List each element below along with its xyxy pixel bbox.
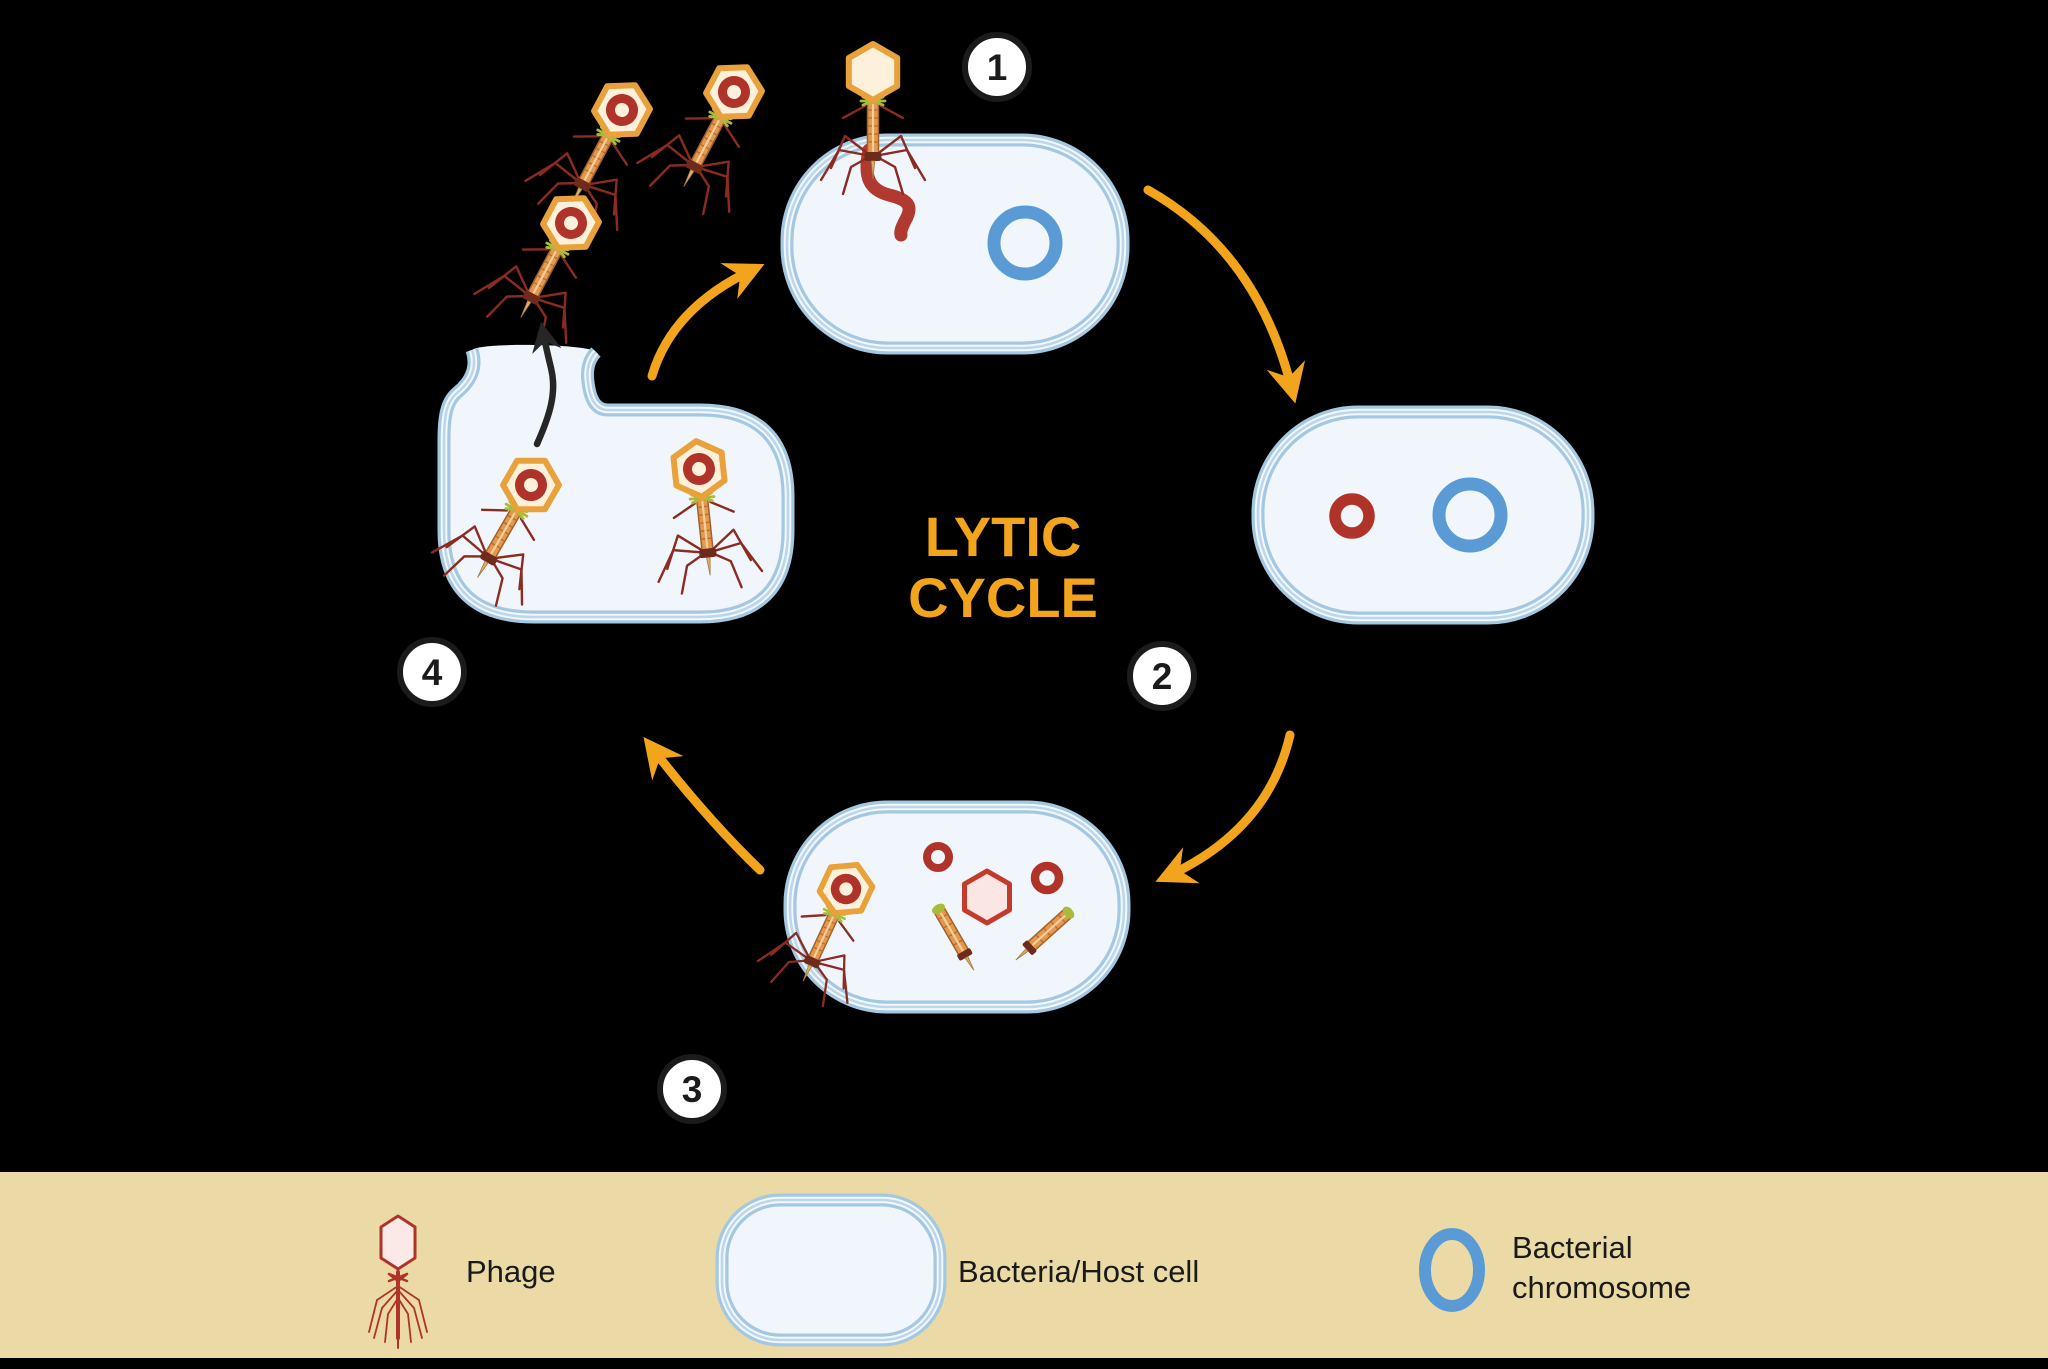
step-number-2: 2 — [1152, 656, 1173, 697]
step-number-1: 1 — [987, 47, 1008, 88]
arrow-step1-to-step2 — [1143, 185, 1306, 404]
step-number-4: 4 — [422, 652, 443, 693]
legend-background — [0, 1172, 2048, 1358]
lysis-release-arrow — [532, 321, 562, 448]
step-badge-2: 2 — [1127, 641, 1197, 711]
phage-dna-circle-b — [1030, 861, 1064, 895]
phage-dna-circle-step2 — [1329, 493, 1375, 539]
legend-phage-label: Phage — [466, 1254, 556, 1289]
cell-step2 — [1251, 405, 1595, 625]
injected-phage-dna — [860, 143, 916, 242]
diagram-title: LYTIC CYCLE — [908, 505, 1098, 629]
bacterial-chromosome-step2 — [1432, 477, 1508, 553]
host-cell-icon — [715, 1193, 947, 1347]
step-badge-3: 3 — [657, 1054, 727, 1124]
chromosome-ring-icon — [1419, 1228, 1485, 1312]
phage-dna-circle-a — [923, 842, 953, 872]
step-badge-1: 1 — [962, 32, 1032, 102]
arrow-step2-to-step3 — [1155, 730, 1295, 884]
cell-step1 — [780, 133, 1130, 355]
empty-capsid-icon — [962, 868, 1012, 926]
title-line-2: CYCLE — [908, 566, 1098, 629]
cell-step3 — [783, 800, 1131, 1014]
legend-bacteria-label: Bacteria/Host cell — [958, 1254, 1199, 1289]
bacterial-chromosome-step1 — [987, 205, 1063, 281]
arrow-step4-to-step1 — [647, 263, 765, 381]
free-phage-icon-2 — [631, 43, 793, 224]
arrow-step3-to-step4 — [643, 737, 765, 875]
legend-chromosome-label-line1: Bacterial — [1512, 1230, 1633, 1265]
free-phage-icon-3 — [468, 174, 630, 355]
step-badge-4: 4 — [397, 637, 467, 707]
step-number-3: 3 — [682, 1069, 703, 1110]
title-line-1: LYTIC — [925, 505, 1082, 568]
legend-chromosome-label-line2: chromosome — [1512, 1270, 1691, 1305]
legend-bar: Phage Bacteria/Host cell Bacterial chrom… — [0, 1172, 2048, 1358]
